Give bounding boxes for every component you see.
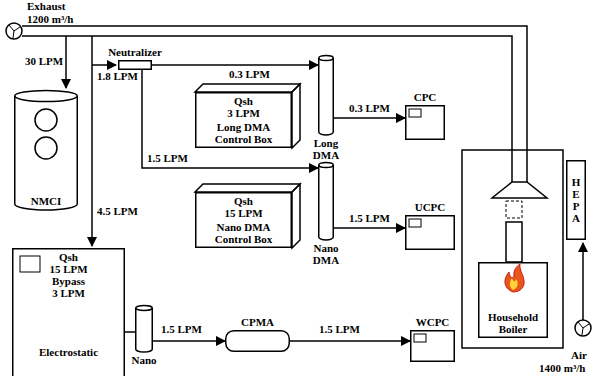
flow-label: Exhaust bbox=[26, 0, 67, 12]
flow-label: 1200 m³/h bbox=[26, 13, 74, 25]
cpma-instrument: CPMA bbox=[225, 330, 290, 352]
node-text: Qsh bbox=[234, 195, 253, 207]
node-text: Nano DMA Control Box bbox=[198, 221, 289, 245]
dma-column-outline bbox=[135, 305, 153, 352]
flow-label: Air bbox=[570, 349, 588, 361]
flow-label: 1.5 LPM bbox=[318, 323, 361, 335]
air-fan bbox=[575, 320, 591, 336]
dma-column: Nano DMA bbox=[318, 162, 334, 240]
dma-column-outline bbox=[318, 55, 334, 135]
sample-tube bbox=[334, 227, 405, 229]
node-text: Long DMA bbox=[306, 137, 346, 161]
control-box: Qsh15 LPM Nano DMA Control Box bbox=[195, 192, 292, 248]
node-text: HEPA bbox=[571, 176, 582, 224]
counter-box: UCPC bbox=[405, 215, 455, 250]
nmci-instrument-outline bbox=[14, 90, 78, 210]
air-line bbox=[582, 243, 584, 320]
flame-icon bbox=[505, 264, 524, 292]
flow-label: 1.5 LPM bbox=[160, 323, 203, 335]
sample-line bbox=[92, 64, 116, 66]
node-text: Qsh bbox=[59, 251, 78, 263]
node-text: 3 LPM bbox=[227, 107, 260, 119]
neutralizer-box-outline bbox=[118, 60, 152, 70]
node-text: UCPC bbox=[405, 201, 455, 213]
node-text: 15 LPM bbox=[224, 207, 262, 219]
node-text: Electrostatic bbox=[39, 346, 98, 358]
counter-box-outline bbox=[405, 215, 455, 250]
counter-box: CPC bbox=[405, 105, 445, 140]
flow-label: 1400 m³/h bbox=[538, 362, 586, 374]
sample-tube bbox=[334, 117, 405, 119]
flow-label: 0.3 LPM bbox=[348, 102, 391, 114]
hepa-filter: HEPA bbox=[566, 160, 586, 240]
neutralizer-box: Neutralizer bbox=[118, 60, 152, 70]
flow-label: 1.8 LPM bbox=[96, 70, 139, 82]
node-text: Household Boiler bbox=[481, 311, 545, 335]
exhaust-fan bbox=[6, 23, 22, 39]
node-text: Bypass bbox=[52, 275, 85, 287]
flow-label: 4.5 LPM bbox=[96, 205, 139, 217]
sample-tube bbox=[153, 340, 225, 342]
sample-line bbox=[65, 36, 67, 88]
dma-column: Nano bbox=[135, 305, 153, 352]
node-text: Nano bbox=[124, 354, 164, 366]
flow-label: 0.3 LPM bbox=[228, 68, 271, 80]
hood bbox=[492, 182, 547, 198]
dma-column: Long DMA bbox=[318, 55, 334, 135]
flow-label: 30 LPM bbox=[24, 55, 64, 67]
exhaust-duct bbox=[22, 26, 527, 182]
counter-box-outline bbox=[405, 105, 445, 140]
node-text: Nano DMA bbox=[306, 242, 346, 266]
node-text: NMCI bbox=[31, 195, 62, 207]
nmci-instrument: NMCI bbox=[14, 90, 78, 210]
sample-tube bbox=[290, 340, 410, 342]
node-text: Neutralizer bbox=[100, 46, 170, 58]
node-text: Qsh bbox=[234, 95, 253, 107]
node-text: 15 LPM bbox=[49, 263, 87, 275]
counter-box-outline bbox=[410, 330, 455, 362]
flow-label: 1.5 LPM bbox=[348, 212, 391, 224]
flow-label: 1.5 LPM bbox=[146, 152, 189, 164]
sample-tube bbox=[152, 64, 318, 66]
classifier-box: Qsh15 LPMBypass3 LPM Electrostatic bbox=[12, 248, 125, 376]
chimney bbox=[506, 222, 522, 262]
node-text: CPMA bbox=[233, 316, 283, 328]
dma-column-outline bbox=[318, 162, 334, 240]
node-text: WCPC bbox=[408, 316, 458, 328]
node-text: 3 LPM bbox=[52, 287, 85, 299]
boiler-housing bbox=[462, 150, 563, 348]
counter-box: WCPC bbox=[410, 330, 455, 362]
sample-tube bbox=[125, 331, 135, 333]
sample-line bbox=[91, 36, 93, 246]
sample-tube bbox=[142, 70, 318, 168]
node-text: Long DMA Control Box bbox=[198, 121, 289, 145]
cpma-instrument-outline bbox=[225, 330, 290, 352]
boiler-box: Household Boiler bbox=[478, 262, 548, 338]
node-text: CPC bbox=[400, 91, 450, 103]
control-box: Qsh3 LPM Long DMA Control Box bbox=[195, 92, 292, 148]
